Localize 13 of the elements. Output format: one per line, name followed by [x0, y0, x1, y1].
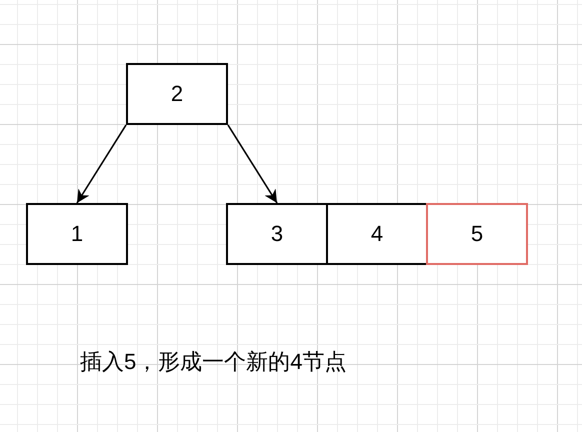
tree-node-box: [426, 203, 528, 265]
node-label: 1: [70, 221, 84, 247]
node-label: 3: [270, 221, 284, 247]
arrow: [76, 124, 127, 204]
tree-node-box: [26, 203, 128, 265]
caption: 插入5，形成一个新的4节点: [80, 349, 346, 375]
node-label: 4: [370, 221, 384, 247]
arrow: [227, 124, 278, 204]
tree-node-box: [226, 203, 328, 265]
node-label: 5: [470, 221, 484, 247]
tree-node-box: [126, 63, 228, 125]
tree-node-box: [328, 203, 426, 265]
node-label: 2: [170, 81, 184, 107]
